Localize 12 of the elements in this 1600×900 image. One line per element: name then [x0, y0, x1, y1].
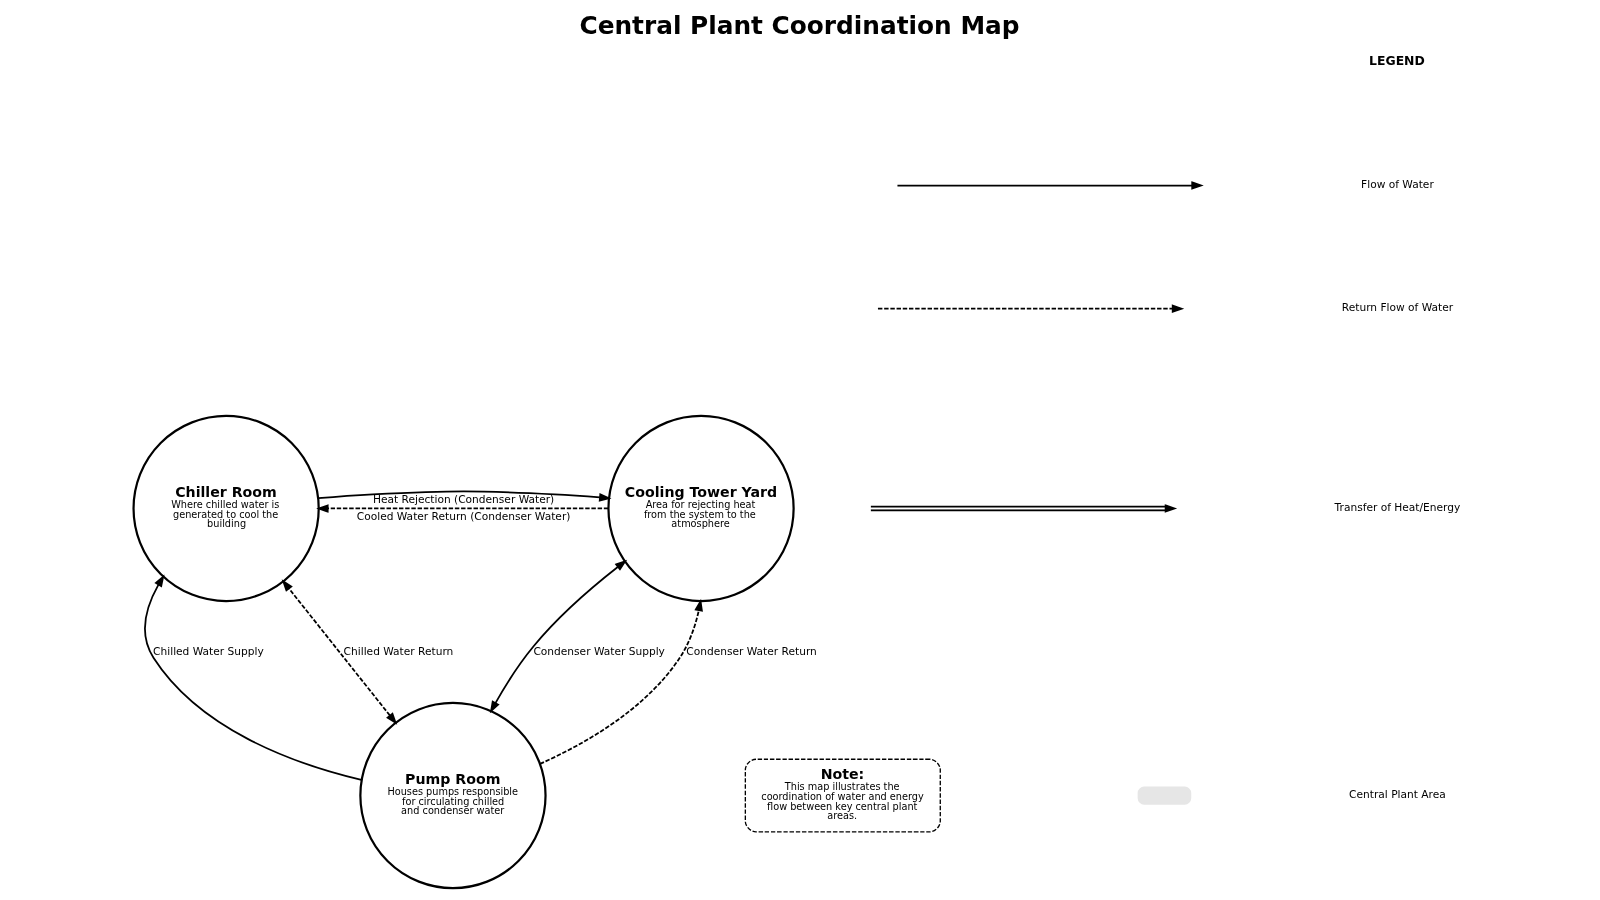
diagram-title: Central Plant Coordination Map [578, 11, 1020, 41]
edge-label: Heat Rejection (Condenser Water) [372, 492, 554, 506]
edge-label: Cooled Water Return (Condenser Water) [356, 509, 570, 523]
edge-label: Condenser Water Return [685, 644, 817, 658]
label: LEGEND [1368, 52, 1425, 68]
edge-label: Condenser Water Supply [532, 644, 665, 658]
edge-label: Chilled Water Supply [152, 644, 264, 658]
legend-label: Transfer of Heat/Energy [1334, 501, 1460, 515]
legend-label: Return Flow of Water [1341, 301, 1453, 315]
edge-label: Chilled Water Return [343, 644, 453, 658]
legend-label: Flow of Water [1360, 178, 1434, 192]
legend-label: Central Plant Area [1348, 788, 1446, 802]
